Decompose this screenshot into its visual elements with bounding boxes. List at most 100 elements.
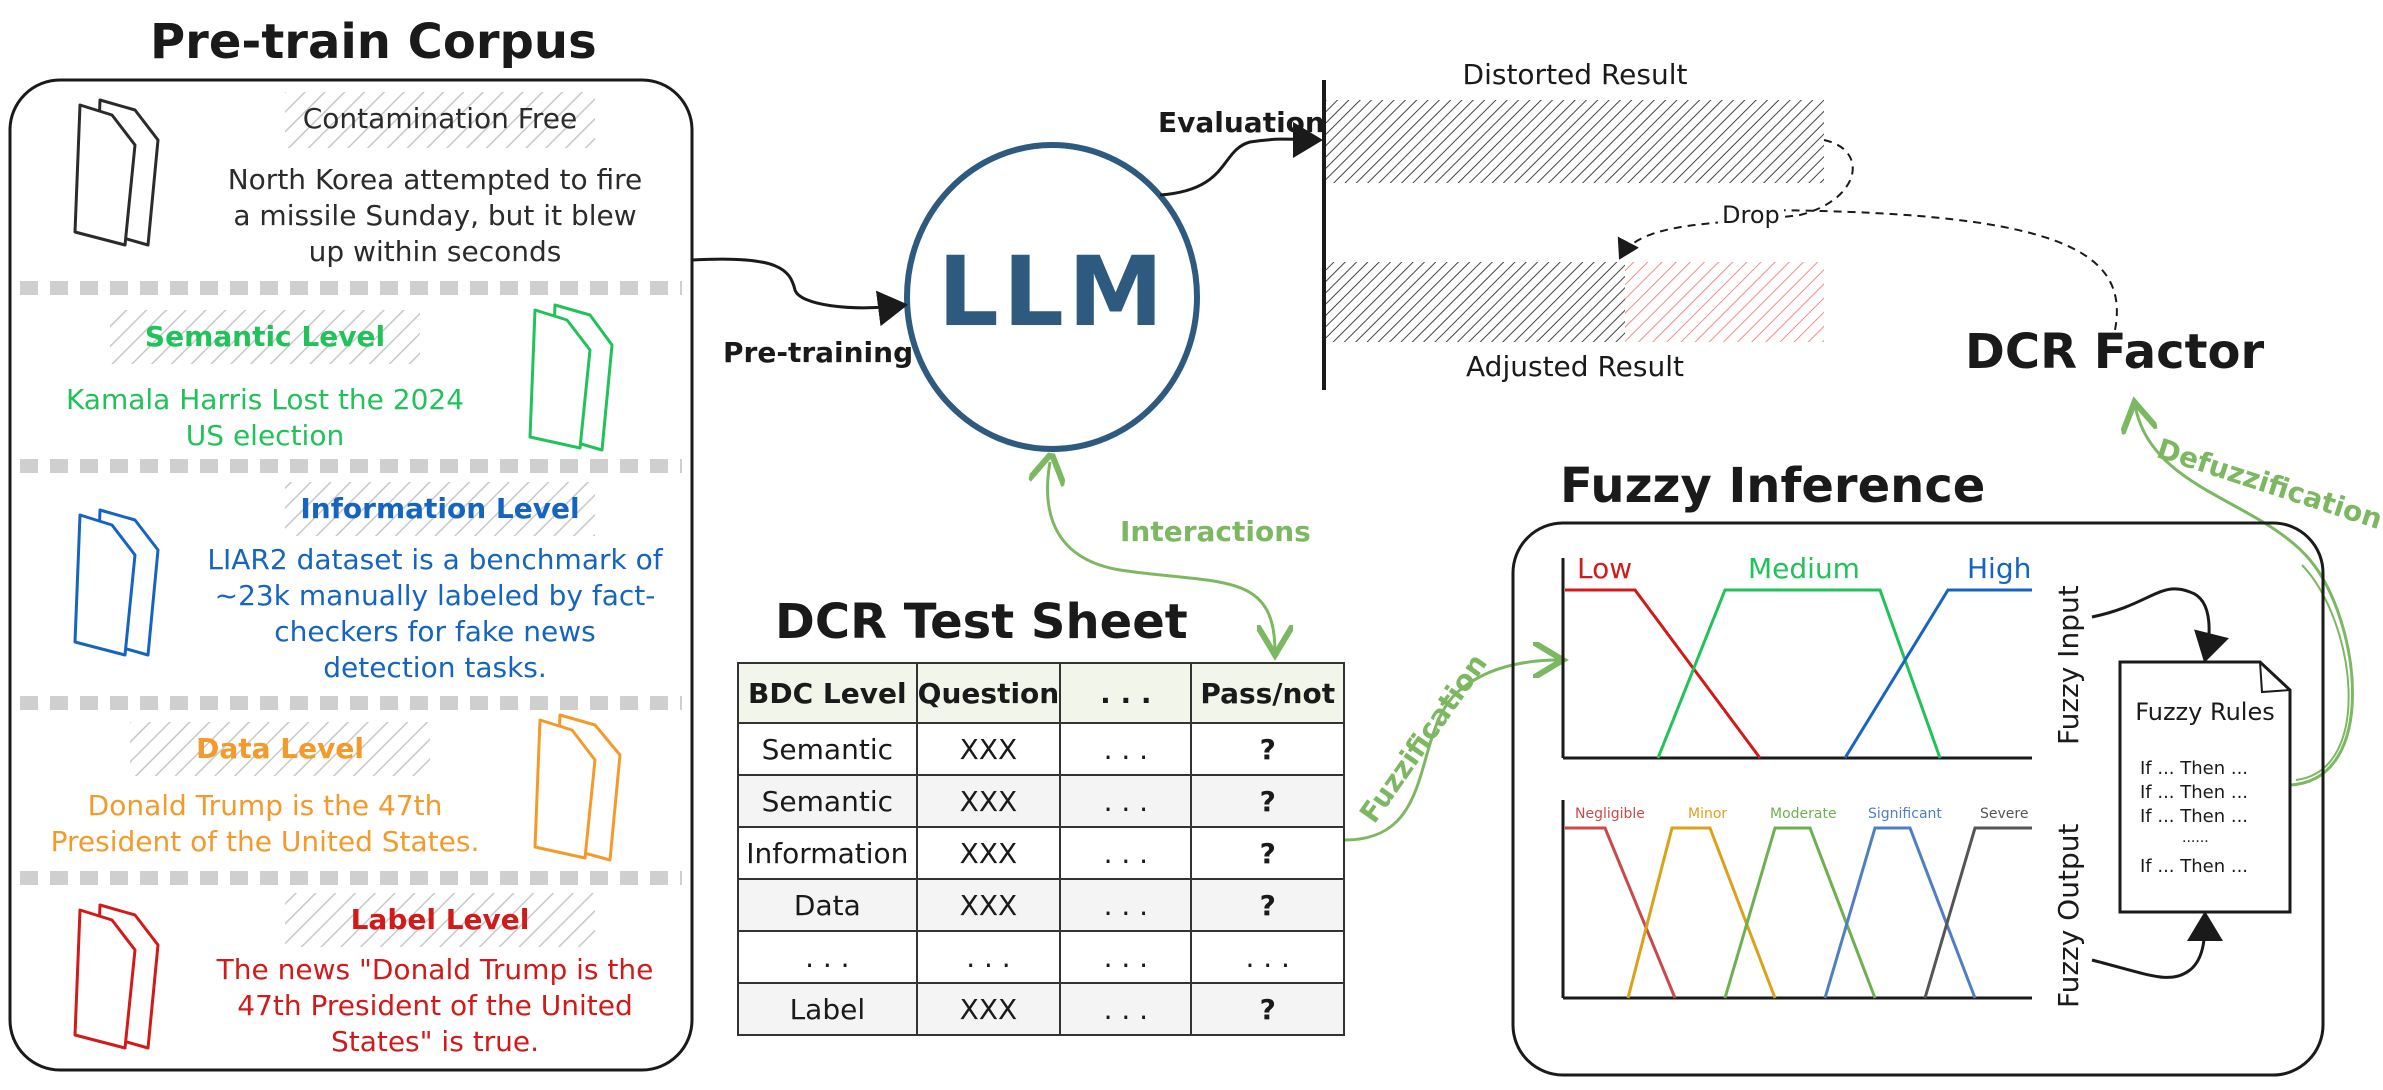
pretraining-arrow — [691, 257, 908, 327]
adjusted-result-label: Adjusted Result — [1466, 350, 1684, 383]
fuzzification-arrow — [1344, 660, 1560, 842]
rule-line: ...... — [2182, 830, 2209, 846]
set-label-significant: Significant — [1868, 806, 1942, 822]
set-label-high: High — [1967, 552, 2032, 585]
table-row: . . .. . .. . .. . . — [737, 930, 1345, 984]
cell-question: XXX — [915, 826, 1062, 880]
dcr-factor-label: DCR Factor — [1965, 324, 2265, 380]
section-heading-contamination: Contamination Free — [302, 102, 578, 135]
set-label-low: Low — [1577, 552, 1633, 585]
interactions-label: Interactions — [1120, 515, 1311, 548]
rule-line: If ... Then ... — [2140, 806, 2249, 827]
cell-pass: . . . — [1190, 930, 1345, 984]
cell-ellipsis: . . . — [1059, 722, 1193, 776]
cell-pass: ? — [1190, 982, 1345, 1036]
document-icon — [528, 303, 614, 452]
section-heading-label: Label Level — [350, 903, 530, 936]
set-label-minor: Minor — [1688, 806, 1728, 822]
cell-ellipsis: . . . — [1059, 878, 1193, 932]
input-membership-axes — [1561, 558, 2032, 760]
document-icon — [73, 903, 160, 1050]
defuzzification-arrow — [2135, 405, 2354, 787]
membership-negligible — [1565, 826, 1677, 999]
cell-question: XXX — [915, 774, 1062, 828]
cell-level: Semantic — [737, 722, 918, 776]
input-to-rules-arrow — [2091, 587, 2230, 663]
corpus-title: Pre-train Corpus — [150, 14, 597, 70]
section-text-data: Donald Trump is the 47th President of th… — [50, 789, 480, 858]
drop-arrow — [1617, 139, 1854, 260]
pretraining-label: Pre-training — [723, 336, 914, 369]
llm-label: LLM — [937, 236, 1168, 348]
section-text-contamination: North Korea attempted to fire a missile … — [227, 163, 643, 268]
cell-level: Semantic — [737, 774, 918, 828]
table-header-row: BDC Level Question . . . Pass/not — [737, 662, 1345, 724]
output-membership-curves — [1565, 826, 2032, 999]
document-icon — [73, 508, 160, 657]
document-icon — [73, 98, 160, 247]
set-label-medium: Medium — [1748, 552, 1860, 585]
drop-bar — [1625, 262, 1824, 342]
cell-level: Label — [737, 982, 918, 1036]
cell-level: Data — [737, 878, 918, 932]
membership-significant — [1823, 826, 1977, 999]
cell-ellipsis: . . . — [1059, 826, 1193, 880]
distorted-bar — [1326, 100, 1824, 183]
set-label-moderate: Moderate — [1770, 806, 1837, 822]
corpus-separators — [20, 281, 682, 885]
membership-high — [1843, 588, 2032, 759]
cell-question: XXX — [915, 982, 1062, 1036]
output-to-rules-arrow — [2091, 911, 2223, 979]
cell-level: Information — [737, 826, 918, 880]
cell-ellipsis: . . . — [1059, 930, 1193, 984]
fuzzy-rules-title: Fuzzy Rules — [2135, 698, 2275, 726]
adjusted-bar — [1326, 262, 1625, 342]
cell-question: XXX — [915, 722, 1062, 776]
output-membership-axes — [1561, 800, 2032, 1000]
header-pass: Pass/not — [1190, 662, 1345, 724]
fuzzy-box — [1511, 521, 2325, 1077]
header-ellipsis: . . . — [1059, 662, 1193, 724]
rule-line: If ... Then ... — [2140, 758, 2249, 779]
cell-pass: ? — [1190, 722, 1345, 776]
section-heading-information: Information Level — [300, 492, 580, 525]
test-sheet-title: DCR Test Sheet — [775, 594, 1188, 650]
cell-pass: ? — [1190, 826, 1345, 880]
fuzzy-output-label: Fuzzy Output — [2052, 823, 2085, 1008]
fuzzy-title: Fuzzy Inference — [1560, 458, 1986, 514]
interactions-arrow — [1048, 462, 1275, 652]
section-heading-semantic: Semantic Level — [144, 320, 386, 353]
evaluation-label: Evaluation — [1158, 106, 1325, 139]
distorted-result-label: Distorted Result — [1462, 58, 1688, 91]
cell-level: . . . — [737, 930, 918, 984]
rule-line: If ... Then ... — [2140, 856, 2249, 877]
evaluation-arrow — [1159, 121, 1323, 197]
membership-medium — [1656, 588, 1942, 759]
header-bdc-level: BDC Level — [737, 662, 918, 724]
section-text-label: The news "Donald Trump is the 47th Presi… — [216, 953, 654, 1058]
fuzzy-input-label: Fuzzy Input — [2052, 585, 2085, 745]
dcr-dashed-link — [1739, 209, 2118, 331]
membership-minor — [1626, 826, 1777, 999]
membership-severe — [1923, 826, 2032, 999]
membership-low — [1565, 588, 1762, 759]
cell-question: . . . — [915, 930, 1062, 984]
drop-label: Drop — [1718, 201, 1784, 229]
membership-moderate — [1723, 826, 1877, 999]
set-label-negligible: Negligible — [1575, 806, 1645, 822]
corpus-box — [8, 78, 694, 1072]
section-heading-data: Data Level — [196, 732, 364, 765]
cell-pass: ? — [1190, 774, 1345, 828]
section-text-semantic: Kamala Harris Lost the 2024 US election — [65, 383, 465, 452]
cell-question: XXX — [915, 878, 1062, 932]
input-membership-curves — [1565, 588, 2032, 759]
heading-hatches — [110, 92, 595, 947]
rule-line: If ... Then ... — [2140, 782, 2249, 803]
cell-ellipsis: . . . — [1059, 774, 1193, 828]
